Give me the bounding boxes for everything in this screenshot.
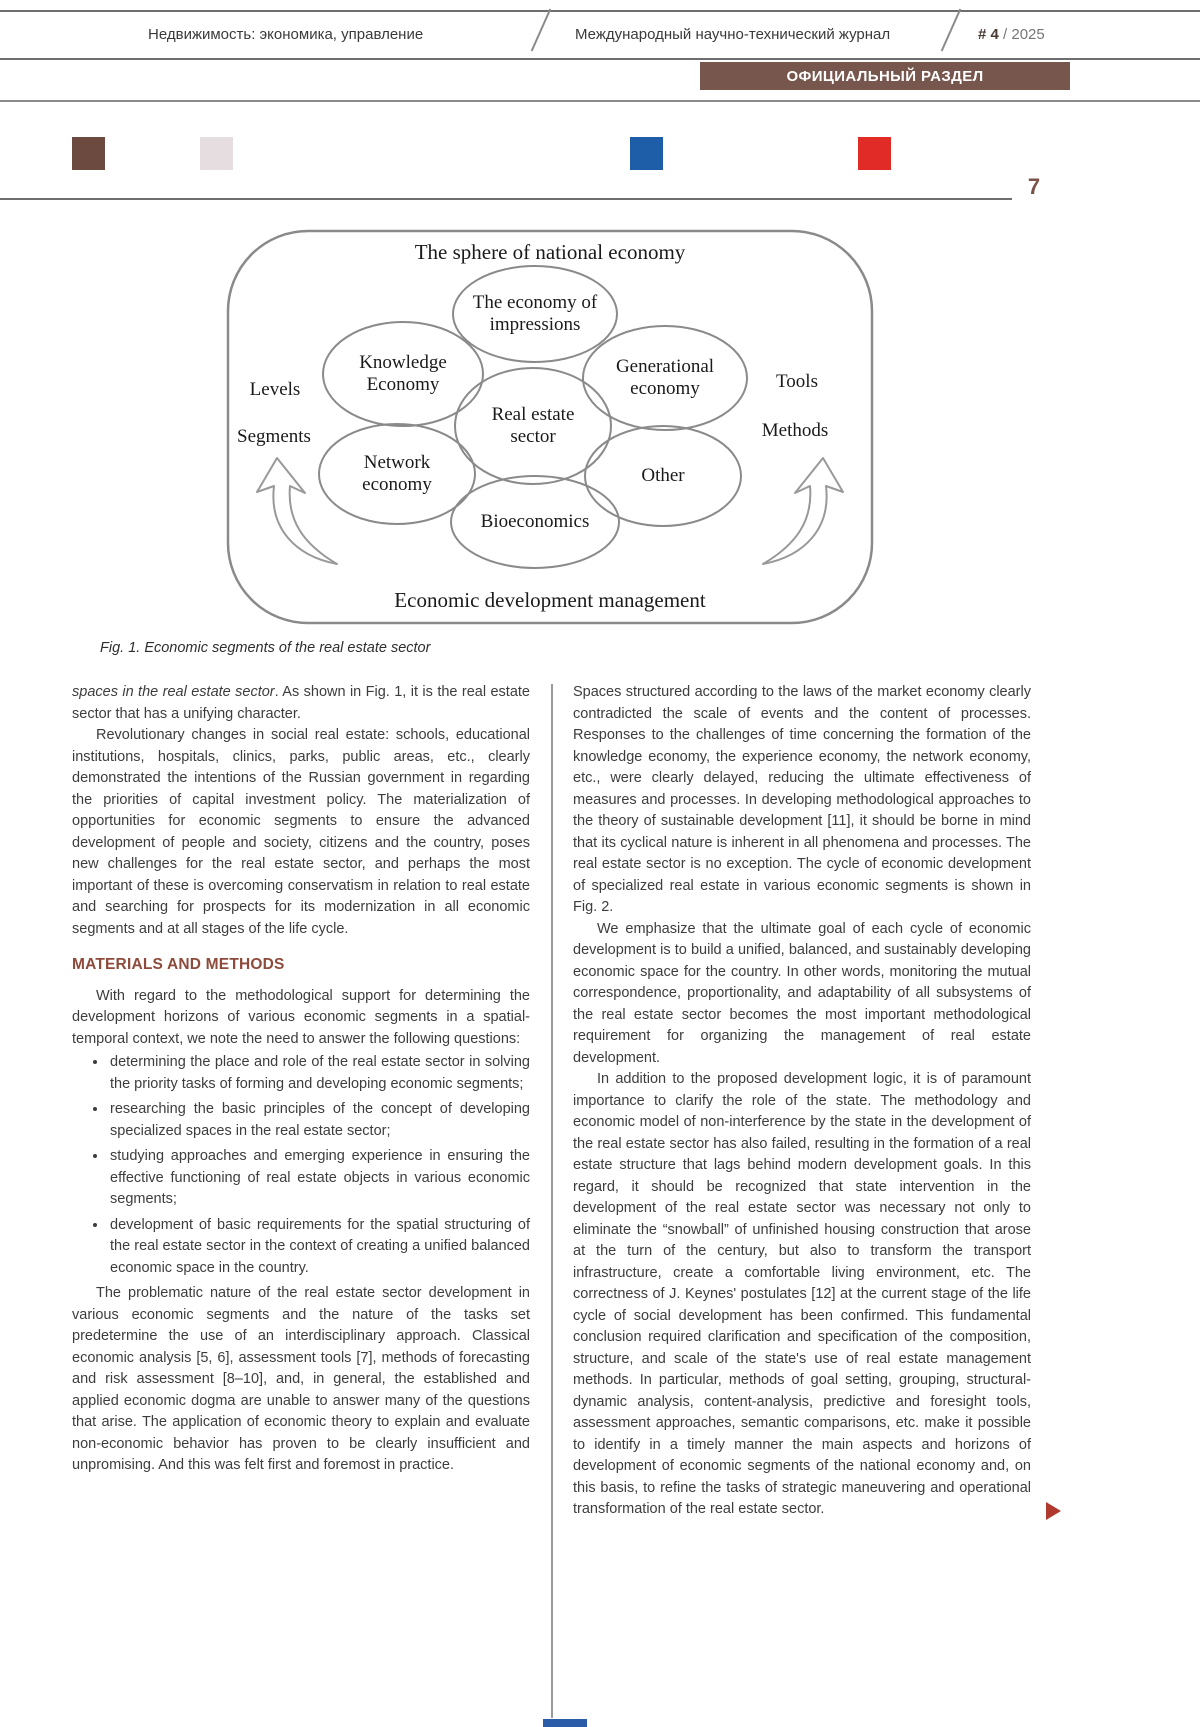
ellipse-label-bioeconomics: Bioeconomics — [480, 511, 590, 532]
top-rule — [0, 10, 1200, 12]
section-banner: ОФИЦИАЛЬНЫЙ РАЗДЕЛ — [700, 62, 1070, 90]
banner-bottom-rule — [0, 100, 1200, 102]
ellipse-label-network: Network economy — [362, 452, 432, 495]
color-mark-blue — [630, 137, 663, 170]
journal-title: Недвижимость: экономика, управление — [148, 26, 424, 43]
bottom-edge-mark — [543, 1719, 587, 1727]
color-mark-brown — [72, 137, 105, 170]
side-label-segments: Segments — [237, 426, 311, 447]
national-economy-boundary — [226, 229, 874, 625]
real-estate-ellipse — [454, 367, 612, 485]
issue-label: # 4 / 2025 — [978, 26, 1045, 43]
section-heading-materials-and-methods: MATERIALS AND METHODS — [72, 956, 285, 973]
paragraph-lead-italic: spaces in the real estate sector — [72, 684, 275, 700]
journal-subtitle: Международный научно-технический журнал — [575, 26, 891, 43]
header-slash-divider-2 — [940, 8, 962, 52]
issue-year: / 2025 — [1003, 26, 1045, 43]
ellipse-label-other: Other — [641, 465, 685, 486]
generational-ellipse — [582, 325, 748, 431]
ellipse-label-knowledge: Knowledge Economy — [359, 352, 447, 395]
ellipse-label-generational: Generational economy — [615, 356, 715, 399]
page-number: 7 — [1027, 174, 1041, 199]
bullet-item: determining the place and role of the re… — [108, 1052, 530, 1095]
paragraph: With regard to the methodological suppor… — [72, 987, 530, 1047]
figure-bottom-label: Economic development management — [394, 588, 706, 612]
network-ellipse — [318, 423, 476, 525]
left-column: spaces in the real estate sector. As sho… — [72, 682, 530, 1477]
page-number-rule — [0, 198, 1012, 200]
issue-number: # 4 — [978, 26, 999, 43]
impressions-ellipse — [452, 265, 618, 363]
paragraph: The problematic nature of the real estat… — [72, 1285, 530, 1473]
figure-1-diagram: The sphere of national economy The econo… — [225, 228, 875, 626]
side-label-levels: Levels — [249, 379, 301, 400]
color-mark-red — [858, 137, 891, 170]
bullet-item: development of basic requirements for th… — [108, 1215, 530, 1280]
bioeconomics-ellipse — [450, 475, 620, 569]
figure-title: The sphere of national economy — [414, 240, 686, 264]
side-label-methods: Methods — [761, 420, 829, 441]
figure-caption: Fig. 1. Economic segments of the real es… — [100, 640, 431, 656]
column-divider — [551, 684, 553, 1718]
header-rule — [0, 58, 1200, 60]
header-slash-divider — [530, 8, 552, 52]
knowledge-ellipse — [322, 321, 484, 427]
continued-next-page-arrow-icon — [1046, 1502, 1061, 1520]
right-column: Spaces structured according to the laws … — [573, 682, 1031, 1521]
other-ellipse — [584, 425, 742, 527]
figure-shapes — [226, 229, 874, 625]
paragraph-text: . As shown in Fig. 1, it is the real est… — [72, 684, 530, 722]
right-curved-arrow-icon — [762, 457, 844, 565]
bullet-list: determining the place and role of the re… — [72, 1052, 530, 1279]
bullet-item: researching the basic principles of the … — [108, 1099, 530, 1142]
color-mark-light — [200, 137, 233, 170]
left-curved-arrow-icon — [256, 457, 338, 565]
paragraph: spaces in the real estate sector. As sho… — [72, 682, 530, 725]
ellipse-label-real-estate: Real estate sector — [491, 404, 575, 447]
paragraph: In addition to the proposed development … — [573, 1071, 1031, 1517]
bullet-item: studying approaches and emerging experie… — [108, 1146, 530, 1211]
paragraph: Spaces structured according to the laws … — [573, 684, 1031, 915]
paragraph: We emphasize that the ultimate goal of e… — [573, 920, 1031, 1066]
paragraph: Revolutionary changes in social real est… — [72, 727, 530, 937]
ellipse-label-impressions: The economy of impressions — [472, 292, 598, 335]
side-label-tools: Tools — [776, 371, 818, 392]
